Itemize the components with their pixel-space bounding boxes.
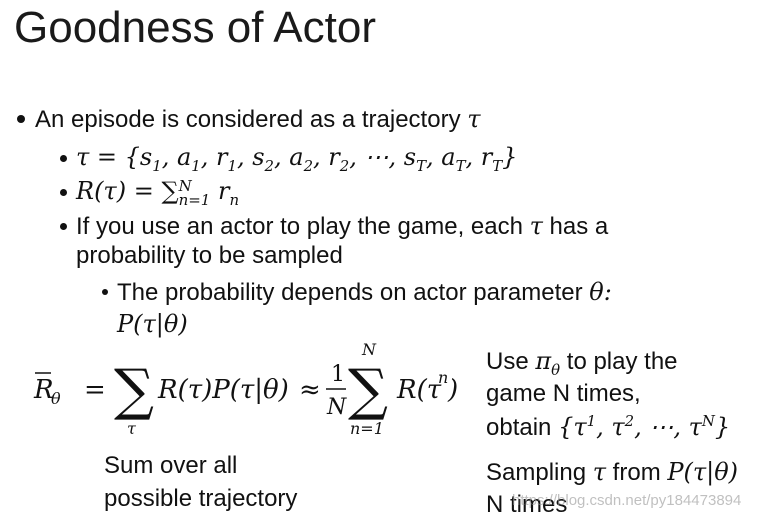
sub-sub-bullet-dot bbox=[102, 289, 108, 295]
pi-theta-symbol: πθ bbox=[535, 347, 561, 379]
n-times-note: N times bbox=[486, 491, 568, 518]
bullet-dot bbox=[17, 115, 25, 123]
use-label: Use bbox=[486, 348, 536, 375]
game-n-times-note: game N times, bbox=[486, 380, 641, 407]
sub-bullet-dot bbox=[60, 155, 67, 162]
probability-depends-text: The probability depends on actor paramet… bbox=[117, 277, 612, 308]
sampling-note: Sampling τ from P(τ|θ) bbox=[486, 455, 738, 490]
sampled-trajectories-set: {τ1, τ2, ⋯, τN} bbox=[558, 412, 731, 441]
use-pi-note: Use πθ to play the bbox=[486, 344, 678, 379]
obtain-label: obtain bbox=[486, 414, 559, 441]
actor-play-text-b: has a bbox=[542, 213, 609, 240]
probability-depends-label: The probability depends on actor paramet… bbox=[117, 279, 590, 306]
sum-over-samples: N ∑ n=1 bbox=[348, 343, 388, 438]
approx-sign: ≈ bbox=[299, 375, 321, 405]
svg-text:R: R bbox=[33, 375, 54, 405]
svg-text:n=1: n=1 bbox=[350, 419, 384, 438]
slide-title: Goodness of Actor bbox=[14, 3, 376, 52]
play-label: to play the bbox=[560, 348, 678, 375]
svg-text:1: 1 bbox=[331, 362, 345, 387]
svg-text:n: n bbox=[438, 368, 448, 387]
trajectory-formula: τ = {s1, a1, r1, s2, a2, r2, ⋯, sT, aT, … bbox=[76, 143, 518, 175]
svg-text:R(τ: R(τ bbox=[396, 375, 442, 405]
equals-sign: = bbox=[84, 375, 106, 405]
bullet-episode-trajectory: An episode is considered as a trajectory… bbox=[35, 104, 481, 135]
tau-symbol: τ bbox=[529, 212, 543, 240]
theta-symbol: θ: bbox=[589, 278, 612, 306]
trajectory-definition: τ = {s1, a1, r1, s2, a2, r2, ⋯, sT, aT, … bbox=[76, 142, 518, 175]
sum-term: R(τ)P(τ|θ) bbox=[157, 375, 289, 405]
tau-symbol: τ bbox=[467, 105, 481, 133]
actor-play-text-a: If you use an actor to play the game, ea… bbox=[76, 213, 530, 240]
svg-text:N: N bbox=[361, 343, 377, 359]
probability-expression: P(τ|θ) bbox=[117, 310, 188, 338]
sample-reward-term: R(τ n ) bbox=[396, 368, 458, 405]
bullet-text: An episode is considered as a trajectory bbox=[35, 106, 461, 133]
actor-play-text: If you use an actor to play the game, ea… bbox=[76, 211, 608, 242]
from-label: from bbox=[606, 459, 668, 486]
sum-note-line2: possible trajectory bbox=[104, 485, 298, 512]
expected-reward-formula: R θ = ∑ τ R(τ)P(τ|θ) ≈ 1 N N ∑ n=1 R(τ n… bbox=[33, 343, 458, 438]
actor-play-text-line2: probability to be sampled bbox=[76, 242, 343, 269]
sub-bullet-dot bbox=[60, 189, 67, 196]
svg-text:N: N bbox=[326, 395, 347, 420]
svg-text:θ: θ bbox=[51, 389, 61, 408]
r-bar-theta: R θ bbox=[33, 372, 61, 408]
tau-symbol: τ bbox=[592, 458, 607, 486]
svg-text:): ) bbox=[447, 375, 458, 405]
svg-text:τ: τ bbox=[127, 419, 137, 438]
one-over-n-fraction: 1 N bbox=[326, 362, 347, 420]
sub-bullet-dot bbox=[60, 223, 67, 230]
probability-expression: P(τ|θ) bbox=[667, 458, 739, 486]
sampling-label: Sampling bbox=[486, 459, 593, 486]
svg-text:∑: ∑ bbox=[348, 358, 388, 423]
watermark: https://blog.csdn.net/py184473894 bbox=[512, 492, 742, 509]
obtain-note: obtain {τ1, τ2, ⋯, τN} bbox=[486, 410, 730, 445]
svg-text:∑: ∑ bbox=[114, 358, 154, 423]
sum-over-trajectories: ∑ τ bbox=[114, 358, 154, 438]
sum-note-line1: Sum over all bbox=[104, 452, 238, 479]
